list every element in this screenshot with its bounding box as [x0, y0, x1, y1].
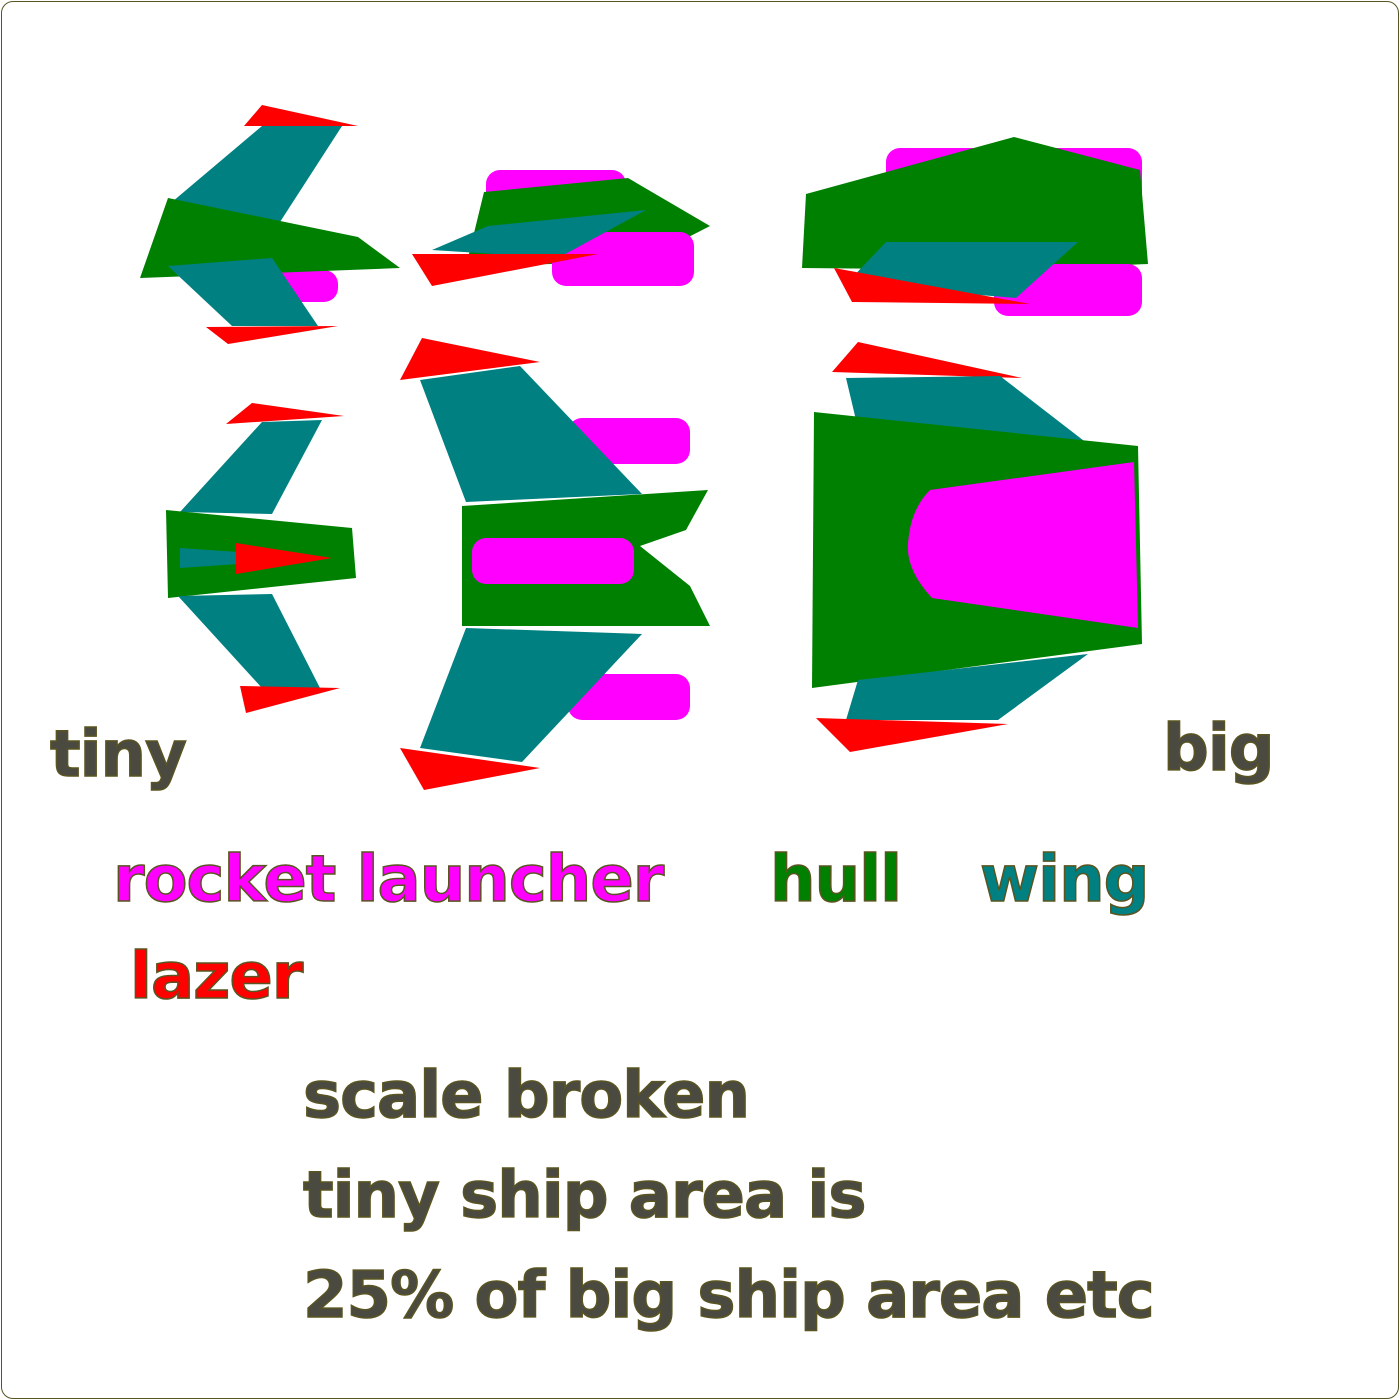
note-line-1: scale broken — [302, 1058, 750, 1134]
ship-tiny-top — [140, 105, 400, 344]
lazer — [834, 268, 1030, 304]
wing — [432, 210, 646, 258]
legend-rocket-launcher: rocket launcher — [112, 842, 665, 918]
ship-medium-bottom — [400, 338, 710, 790]
legend-lazer: lazer — [129, 939, 304, 1015]
legend-hull: hull — [769, 842, 903, 918]
ship-tiny-bottom — [166, 403, 356, 713]
rocket-launcher — [472, 538, 634, 584]
wing — [420, 628, 642, 762]
lazer — [236, 543, 332, 574]
note-line-3: 25% of big ship area etc — [302, 1258, 1155, 1334]
ship-medium-top — [412, 170, 710, 286]
ship-big-top — [802, 137, 1148, 316]
rocket-launcher — [568, 674, 690, 720]
lazer — [226, 403, 344, 424]
note-line-2: tiny ship area is — [302, 1158, 867, 1234]
lazer — [832, 342, 1022, 378]
lazer — [244, 105, 358, 126]
lazer — [400, 338, 540, 380]
label-tiny: tiny — [49, 717, 187, 793]
hull — [802, 137, 1148, 270]
ship-big-bottom — [812, 342, 1142, 752]
lazer — [400, 748, 540, 790]
lazer — [240, 686, 340, 713]
note-text: scale broken tiny ship area is 25% of bi… — [302, 1046, 1155, 1346]
wing — [846, 376, 1088, 444]
label-big: big — [1162, 711, 1275, 787]
wing — [420, 366, 642, 502]
wing — [180, 548, 238, 568]
hull — [140, 198, 400, 278]
rocket-launcher — [552, 232, 694, 286]
wing — [846, 654, 1088, 720]
wing — [172, 126, 342, 222]
wing — [178, 594, 320, 688]
wing — [180, 420, 322, 514]
lazer — [206, 326, 338, 344]
rocket-launcher — [907, 462, 1138, 628]
lazer — [816, 718, 1008, 752]
wing — [168, 258, 318, 326]
legend-wing: wing — [979, 842, 1150, 918]
lazer — [412, 254, 598, 286]
